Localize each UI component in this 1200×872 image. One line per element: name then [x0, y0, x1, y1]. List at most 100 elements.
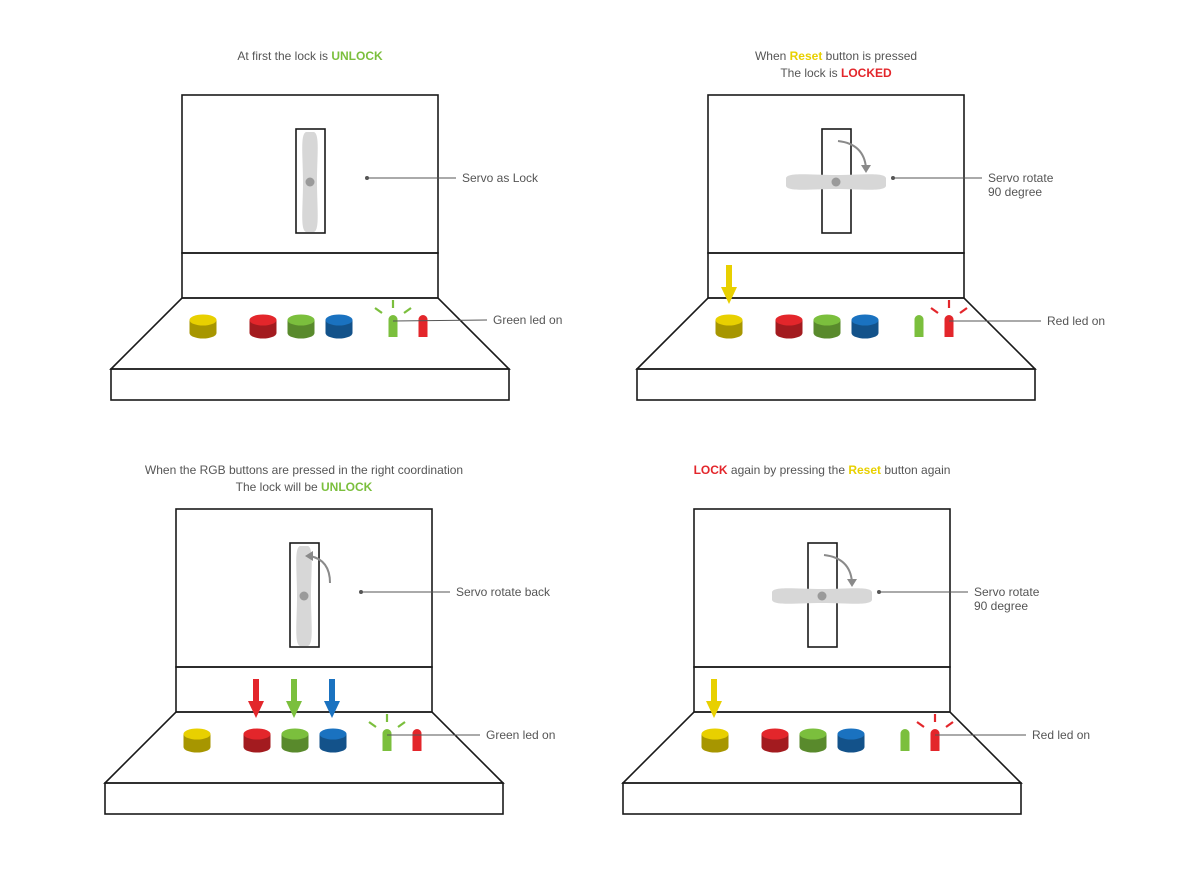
rotate-arrowhead: [847, 579, 857, 587]
glow-ray: [916, 721, 925, 728]
glow-ray: [374, 307, 383, 314]
caption-keyword: Reset: [848, 463, 882, 477]
led-label: Red led on: [1047, 314, 1106, 328]
servo-label-line: Servo as Lock: [462, 171, 539, 185]
button-top: [249, 314, 277, 326]
arrow-shaft: [711, 679, 717, 703]
caption-keyword: Reset: [789, 49, 823, 63]
caption-text: again by pressing the: [727, 463, 849, 477]
caption-line: LOCK again by pressing the Reset button …: [562, 462, 1082, 479]
button-top: [189, 314, 217, 326]
button-top: [851, 314, 879, 326]
panel-1: [109, 94, 511, 401]
blue-press-arrow: [324, 679, 340, 718]
caption-line: At first the lock is UNLOCK: [50, 48, 570, 65]
caption-text: The lock is: [780, 66, 841, 80]
enclosure-middle-box: [693, 666, 951, 713]
arrow-head: [248, 701, 264, 718]
caption-line: The lock is LOCKED: [576, 65, 1096, 82]
enclosure-base: [110, 368, 510, 401]
rotate-arrowhead: [861, 165, 871, 173]
button-top: [775, 314, 803, 326]
caption-keyword: LOCK: [693, 463, 728, 477]
panel-2: [635, 94, 1041, 401]
lock-slot: [295, 128, 326, 234]
green-led: [900, 729, 910, 751]
enclosure-base: [622, 782, 1022, 815]
led-label: Green led on: [486, 728, 556, 742]
rotate-arrow-cw: [837, 140, 867, 169]
button-top: [183, 728, 211, 740]
green-led-glow: [368, 714, 406, 728]
enclosure-top-box: [707, 94, 965, 254]
led-label: Red led on: [1032, 728, 1091, 742]
enclosure-top-box: [693, 508, 951, 668]
servo-pivot: [305, 177, 315, 187]
enclosure-middle-box: [175, 666, 433, 713]
arrow-shaft: [329, 679, 335, 703]
enclosure-base: [104, 782, 504, 815]
glow-ray: [368, 721, 377, 728]
panel-caption: LOCK again by pressing the Reset button …: [562, 462, 1082, 479]
servo-label: Servo as Lock: [462, 171, 538, 185]
green-button: [281, 728, 309, 753]
glow-ray: [959, 307, 968, 314]
red-led: [418, 315, 428, 337]
blue-button: [837, 728, 865, 753]
arrow-head: [324, 701, 340, 718]
red-led-glow: [930, 300, 968, 314]
lock-slot: [289, 542, 320, 648]
servo-label-line: 90 degree: [988, 185, 1043, 199]
glow-ray: [945, 721, 954, 728]
green-button: [799, 728, 827, 753]
button-top: [715, 314, 743, 326]
servo-label-line: Servo rotate: [988, 171, 1054, 185]
arrow-shaft: [726, 265, 732, 289]
led-label: Green led on: [493, 313, 563, 327]
red-led: [944, 315, 954, 337]
button-top: [813, 314, 841, 326]
arrow-head: [721, 287, 737, 304]
led-leader-line: [392, 319, 488, 322]
button-top: [325, 314, 353, 326]
panel-caption: When the RGB buttons are pressed in the …: [44, 462, 564, 496]
arrow-head: [706, 701, 722, 718]
yellow-press-arrow: [706, 679, 722, 718]
caption-text: When the RGB buttons are pressed in the …: [144, 463, 464, 477]
caption-line: The lock will be UNLOCK: [44, 479, 564, 496]
glow-ray: [397, 721, 406, 728]
red-button: [249, 314, 277, 339]
yellow-button: [189, 314, 217, 339]
servo-pivot: [299, 591, 309, 601]
red-button: [775, 314, 803, 339]
glow-ray: [930, 307, 939, 314]
green-button: [813, 314, 841, 339]
caption-line: When Reset button is pressed: [576, 48, 1096, 65]
arrow-shaft: [291, 679, 297, 703]
caption-text: When: [754, 49, 790, 63]
button-top: [837, 728, 865, 740]
panel-4: [621, 508, 1026, 815]
servo-pivot: [831, 177, 841, 187]
green-led: [382, 729, 392, 751]
red-button: [761, 728, 789, 753]
button-top: [319, 728, 347, 740]
caption-text: At first the lock is: [237, 49, 332, 63]
button-top: [243, 728, 271, 740]
arrow-shaft: [253, 679, 259, 703]
button-top: [799, 728, 827, 740]
red-led: [412, 729, 422, 751]
caption-text: button again: [881, 463, 951, 477]
green-button: [287, 314, 315, 339]
button-top: [281, 728, 309, 740]
enclosure-middle-box: [707, 252, 965, 299]
green-press-arrow: [286, 679, 302, 718]
caption-keyword: UNLOCK: [321, 480, 373, 494]
servo-label-line: 90 degree: [974, 599, 1029, 613]
red-led-glow: [916, 714, 954, 728]
rotate-arrowhead: [305, 551, 313, 561]
servo-label: Servo rotate back: [456, 585, 550, 599]
caption-keyword: UNLOCK: [331, 49, 383, 63]
